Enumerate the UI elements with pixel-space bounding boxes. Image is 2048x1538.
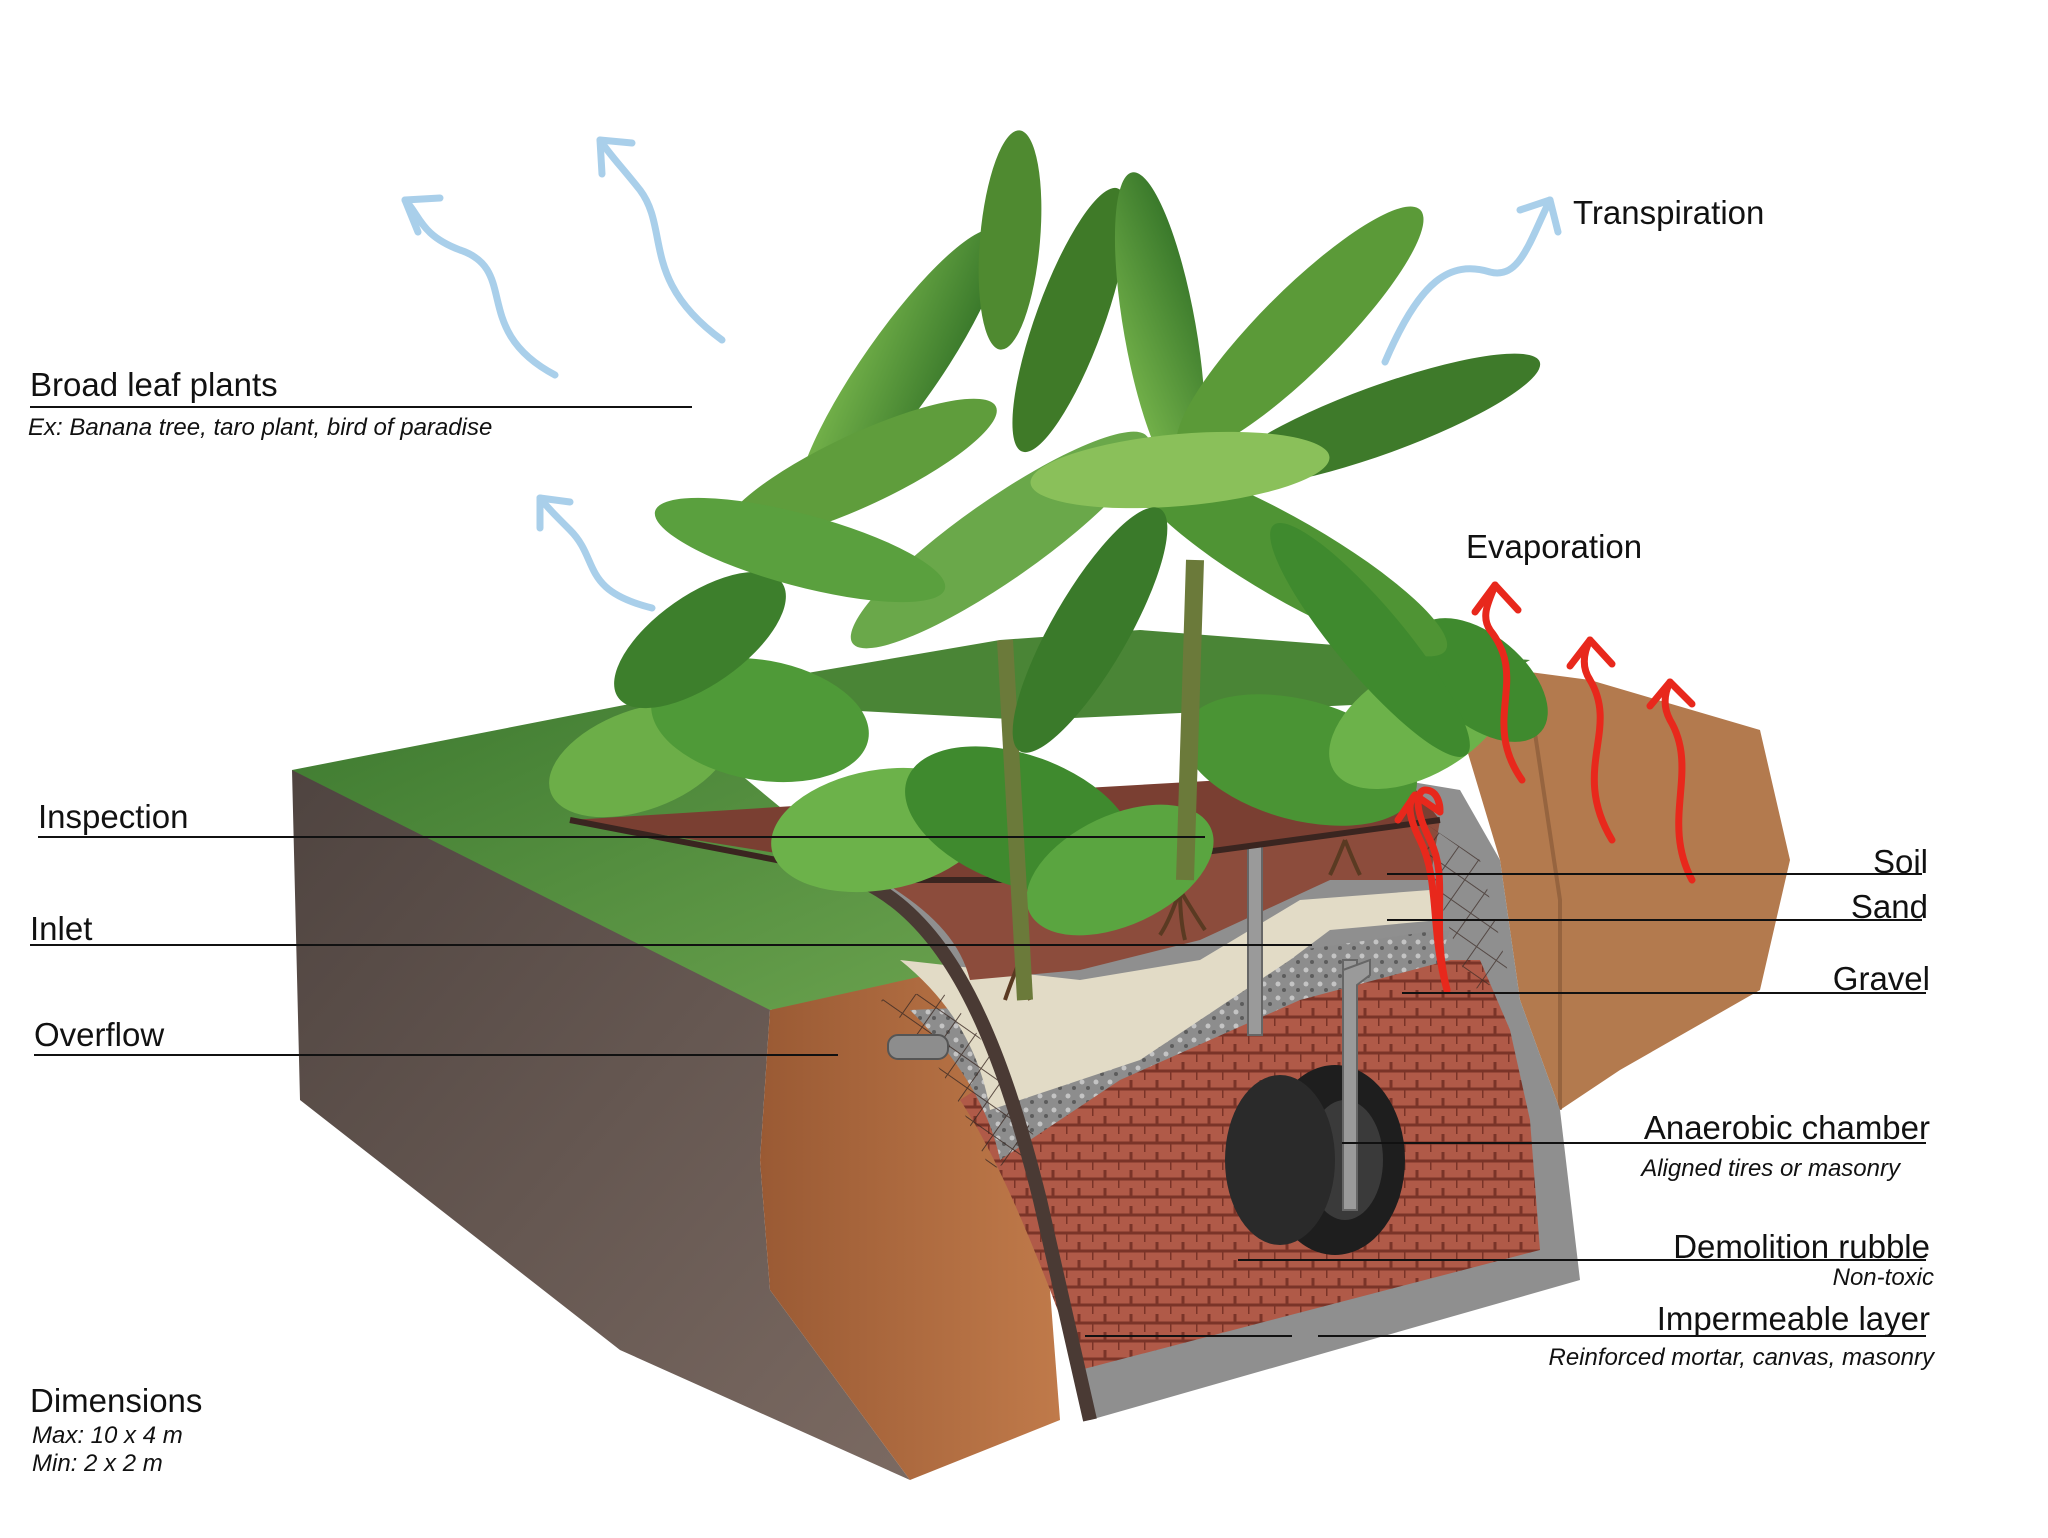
overflow-pipe <box>887 1034 949 1060</box>
evaporation-arrow-4 <box>1661 678 1696 884</box>
label-broad-leaf-examples: Ex: Banana tree, taro plant, bird of par… <box>28 414 493 441</box>
label-impermeable-layer-sub: Reinforced mortar, canvas, masonry <box>1548 1344 1935 1371</box>
label-evaporation: Evaporation <box>1466 528 1643 565</box>
evaporation-arrows <box>1394 581 1696 994</box>
label-demolition-rubble-sub: Non-toxic <box>1832 1264 1934 1291</box>
label-dimensions-max: Max: 10 x 4 m <box>32 1422 183 1449</box>
left-side-wall <box>292 770 910 1480</box>
transpiration-arrows <box>401 136 1562 612</box>
label-inlet: Inlet <box>30 910 93 947</box>
evaporation-arrow-1 <box>1414 786 1451 994</box>
evaporation-arrow-3 <box>1580 636 1616 844</box>
anaerobic-chamber-tire <box>1225 1065 1405 1255</box>
chamber-pipe <box>1342 959 1358 1211</box>
label-transpiration: Transpiration <box>1573 194 1765 231</box>
transpiration-arrow-2 <box>596 136 726 344</box>
evaporation-arrow-2 <box>1482 581 1526 784</box>
transpiration-arrow-4 <box>1381 196 1554 366</box>
gravel-layer <box>910 930 1450 1160</box>
label-overflow: Overflow <box>34 1016 165 1053</box>
grass-surface <box>292 700 990 1010</box>
label-impermeable-layer: Impermeable layer <box>1656 1300 1930 1337</box>
label-inspection: Inspection <box>38 798 189 835</box>
label-dimensions-min: Min: 2 x 2 m <box>32 1450 163 1477</box>
label-soil: Soil <box>1872 843 1928 880</box>
label-anaerobic-chamber-sub: Aligned tires or masonry <box>1641 1155 1900 1182</box>
label-gravel: Gravel <box>1832 960 1930 997</box>
label-anaerobic-chamber: Anaerobic chamber <box>1643 1109 1930 1146</box>
label-demolition-rubble: Demolition rubble <box>1673 1228 1930 1265</box>
leader-lines <box>30 406 1926 1337</box>
earth-cross-section-right <box>1440 660 1790 1110</box>
transpiration-arrow-3 <box>536 494 656 612</box>
label-dimensions: Dimensions <box>30 1382 203 1419</box>
label-broad-leaf-plants: Broad leaf plants <box>30 366 278 403</box>
label-sand: Sand <box>1850 888 1928 925</box>
transpiration-arrow-1 <box>401 196 559 379</box>
